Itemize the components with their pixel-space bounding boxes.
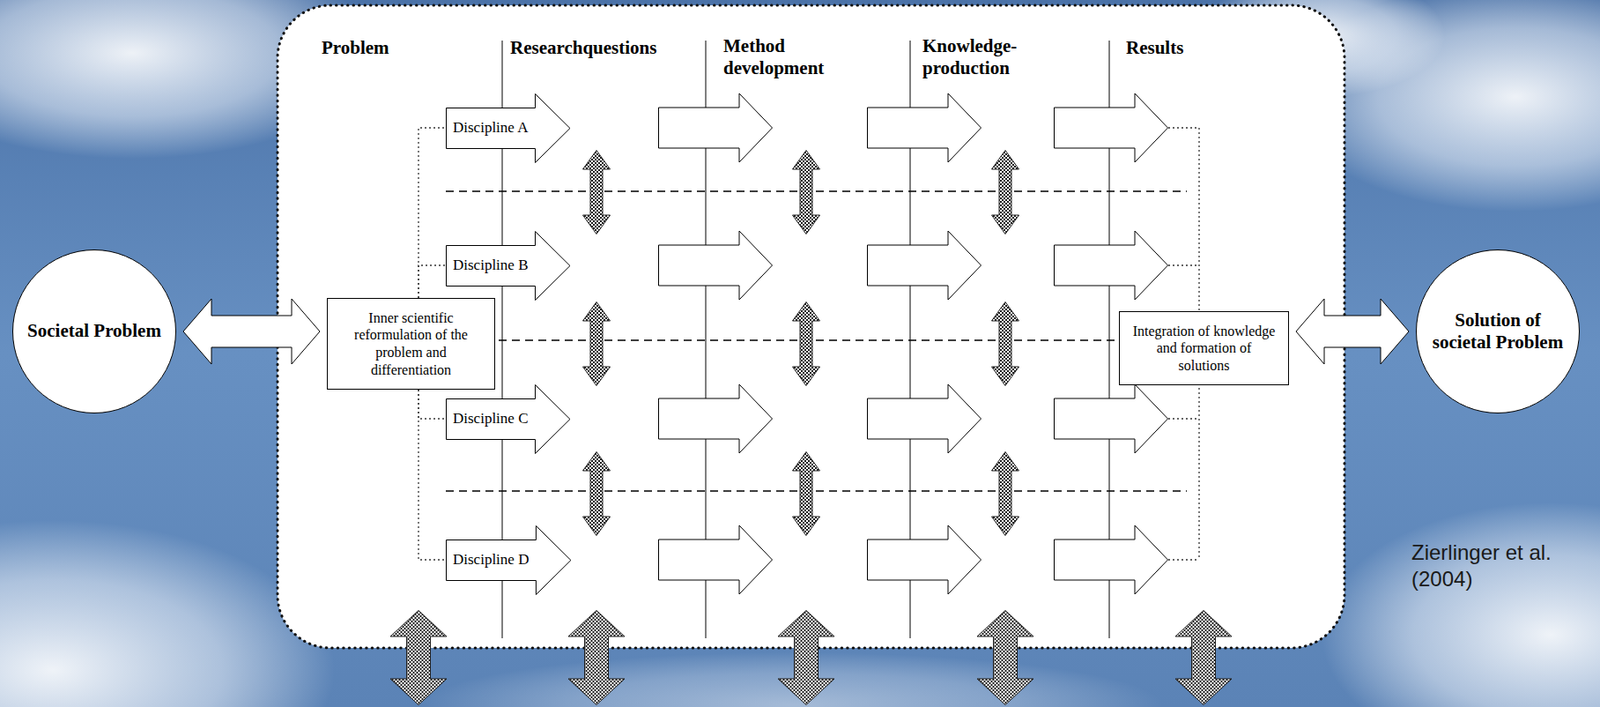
node-text: Societal Problem <box>27 319 162 342</box>
column-header: Knowledge-production <box>922 35 1055 80</box>
connector <box>418 389 446 560</box>
citation: Zierlinger et al. (2004) <box>1411 539 1588 593</box>
arrow-outline <box>446 384 571 453</box>
societal-circle: Societal Problem <box>12 249 177 414</box>
connector <box>418 265 446 298</box>
column-header: Problem <box>321 37 390 60</box>
connector <box>1296 298 1409 364</box>
node-text: Discipline A <box>452 118 528 137</box>
column-header: Results <box>1125 37 1184 60</box>
process-box: Inner scientific reformulation of the pr… <box>326 297 496 390</box>
discipline-arrow: Discipline D <box>445 525 571 595</box>
connector <box>418 127 446 298</box>
arrow-outline <box>446 525 571 594</box>
process-box: Integration of knowledge and formation o… <box>1118 311 1289 386</box>
node-text: Discipline B <box>452 256 528 275</box>
connector <box>418 389 446 419</box>
node-text: Discipline D <box>452 550 529 569</box>
node-text: Solution of societal Problem <box>1425 309 1571 354</box>
discipline-arrow: Discipline C <box>445 384 571 454</box>
arrow-outline <box>446 93 571 163</box>
node-text: Inner scientific reformulation of the pr… <box>340 309 482 378</box>
discipline-arrow: Discipline A <box>445 93 571 163</box>
column-header: Method development <box>723 35 865 80</box>
node-text: Integration of knowledge and formation o… <box>1132 322 1276 375</box>
arrow-outline <box>446 230 571 300</box>
solution-circle: Solution of societal Problem <box>1415 249 1580 414</box>
discipline-arrow: Discipline B <box>445 230 571 301</box>
column-header: Researchquestions <box>510 37 657 60</box>
node-text: Discipline C <box>452 409 528 428</box>
connector <box>183 298 320 364</box>
